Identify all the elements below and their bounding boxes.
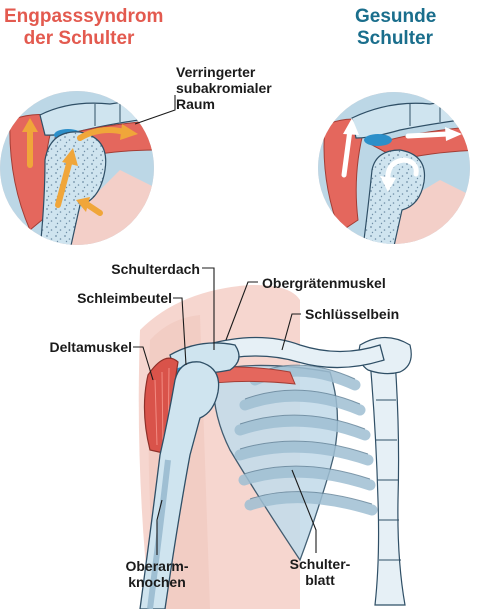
reduced-space-line3: Raum bbox=[176, 96, 272, 112]
clavicle-label: Schlüsselbein bbox=[305, 306, 399, 322]
impingement-title: Engpasssyndrom der Schulter bbox=[4, 6, 154, 50]
reduced-space-line2: subakromialer bbox=[176, 80, 272, 96]
humerus-label: Oberarm- knochen bbox=[112, 558, 202, 590]
scapula-label: Schulter- blatt bbox=[282, 556, 358, 588]
humerus-label-line1: Oberarm- bbox=[112, 558, 202, 574]
healthy-detail bbox=[318, 92, 480, 260]
impingement-title-line2: der Schulter bbox=[4, 28, 154, 50]
scapula-label-line2: blatt bbox=[282, 572, 358, 588]
healthy-title-line1: Gesunde bbox=[355, 6, 435, 28]
supraspinatus-label: Obergrätenmuskel bbox=[262, 275, 386, 291]
impingement-detail bbox=[0, 91, 160, 260]
scapula-label-line1: Schulter- bbox=[282, 556, 358, 572]
reduced-space-line1: Verringerter bbox=[176, 64, 272, 80]
deltoid-label: Deltamuskel bbox=[30, 339, 132, 355]
impingement-title-line1: Engpasssyndrom bbox=[4, 6, 154, 28]
healthy-title: Gesunde Schulter bbox=[355, 6, 435, 50]
reduced-space-callout: Verringerter subakromialer Raum bbox=[176, 64, 272, 112]
bursa-label: Schleimbeutel bbox=[60, 290, 172, 306]
acromion-label: Schulterdach bbox=[90, 261, 200, 277]
humerus-label-line2: knochen bbox=[112, 574, 202, 590]
healthy-title-line2: Schulter bbox=[355, 28, 435, 50]
